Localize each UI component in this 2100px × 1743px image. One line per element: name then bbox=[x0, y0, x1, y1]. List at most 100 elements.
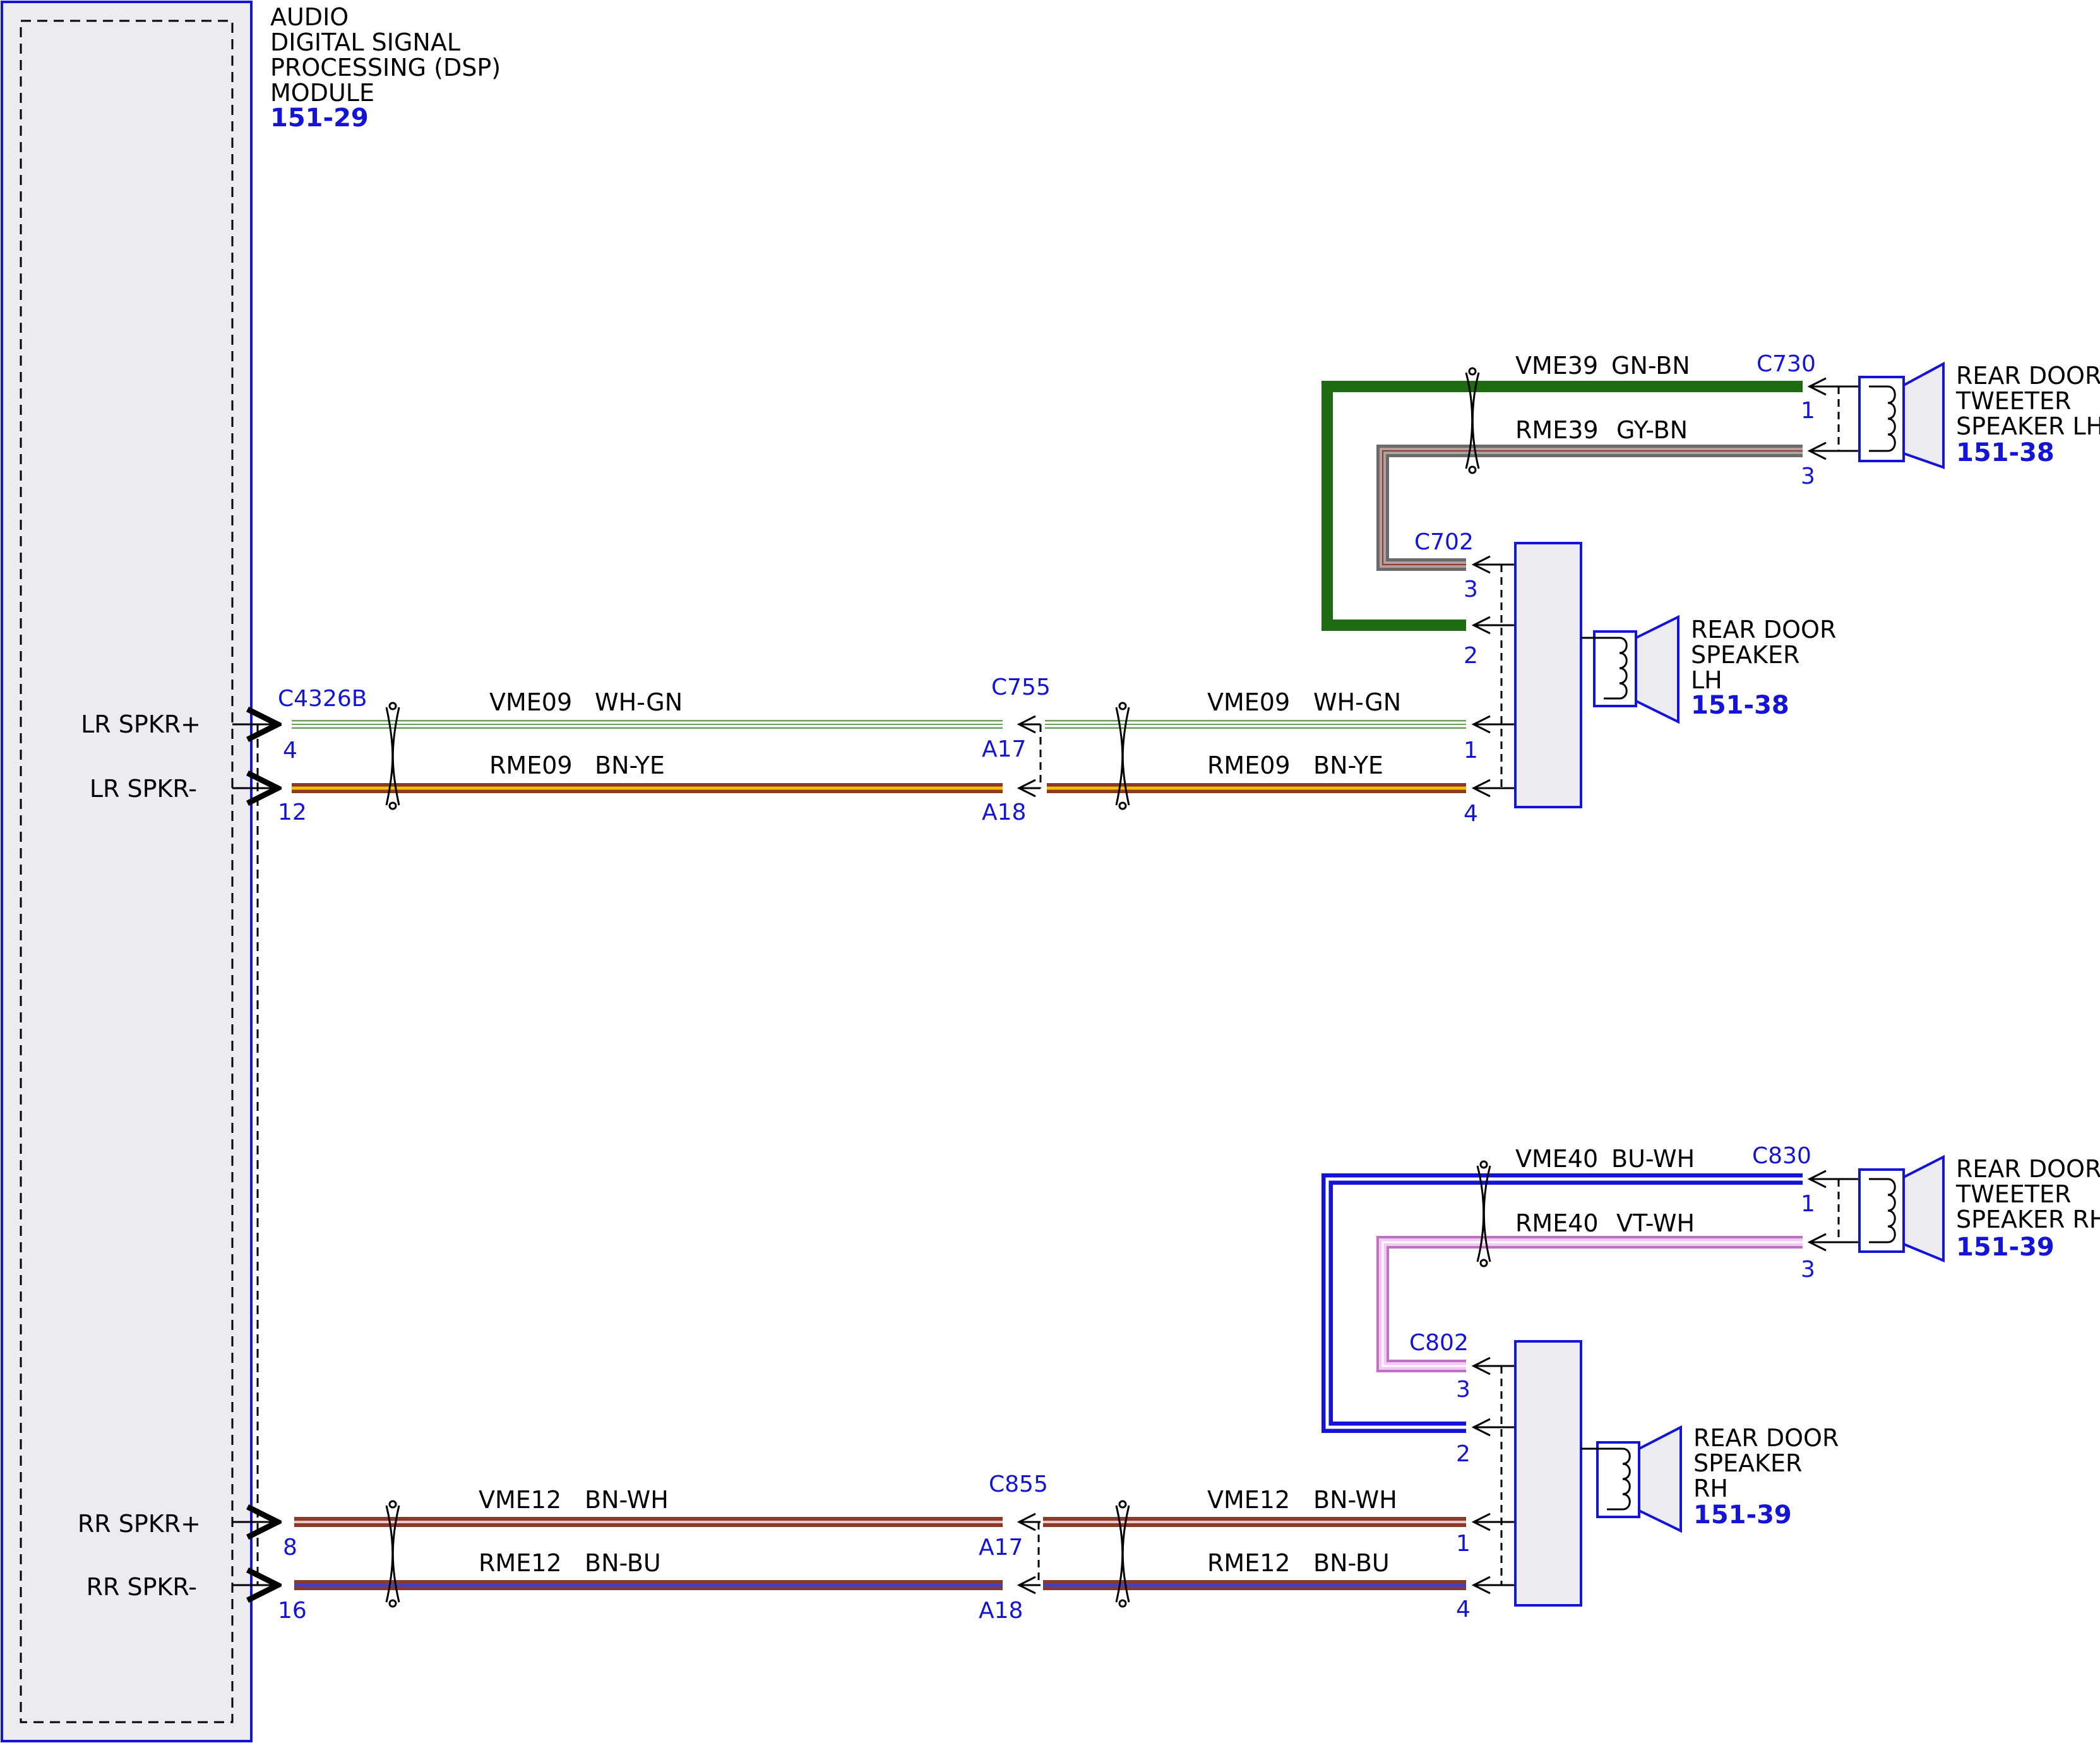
pin-c702-3: 3 bbox=[1464, 577, 1478, 602]
connector-c855: C855 bbox=[989, 1471, 1048, 1497]
pin-c755-a18: A18 bbox=[982, 800, 1026, 825]
speaker-rh-line-2: SPEAKER bbox=[1693, 1449, 1802, 1477]
wire-label-vme12-circuit-b: VME12 bbox=[1207, 1486, 1290, 1514]
wire-label-vme39-color: GN-BN bbox=[1611, 352, 1690, 380]
pin-c802-1: 1 bbox=[1456, 1531, 1471, 1557]
pin-label-rr-spkr-neg: RR SPKR- bbox=[87, 1573, 197, 1601]
tweeter-rh-speaker-icon bbox=[1858, 1154, 1945, 1262]
wire-label-rme09-circuit-b: RME09 bbox=[1207, 752, 1291, 779]
pin-c855-a17: A17 bbox=[979, 1535, 1023, 1560]
wire-label-vme09-circuit-b: VME09 bbox=[1207, 688, 1290, 716]
tweeter-rh-ref: 151-39 bbox=[1956, 1233, 2055, 1262]
wire-label-rme12-circuit-a: RME12 bbox=[479, 1549, 562, 1577]
module-name-line-3: PROCESSING (DSP) bbox=[270, 54, 501, 81]
tweeter-lh-ref: 151-38 bbox=[1956, 438, 2055, 467]
connector-c802: C802 bbox=[1409, 1330, 1469, 1356]
twisted-pair-symbol bbox=[385, 1500, 400, 1608]
connector-c802-body bbox=[1471, 1357, 1515, 1595]
twisted-pair-symbol bbox=[1476, 1160, 1491, 1267]
pin-c702-4: 4 bbox=[1464, 801, 1478, 827]
speaker-rh-line-1: REAR DOOR bbox=[1693, 1424, 1839, 1452]
pin-label-lr-spkr-pos: LR SPKR+ bbox=[81, 710, 201, 738]
pin-c802-4: 4 bbox=[1456, 1596, 1471, 1622]
wire-label-vme12-color-b: BN-WH bbox=[1313, 1486, 1397, 1514]
tweeter-rh-line-1: REAR DOOR bbox=[1956, 1155, 2100, 1183]
twisted-pair-symbol bbox=[1115, 702, 1130, 810]
pin-label-rr-spkr-pos: RR SPKR+ bbox=[78, 1510, 201, 1538]
pin-c755-a17: A17 bbox=[982, 736, 1026, 762]
pin-c730-3: 3 bbox=[1801, 464, 1815, 489]
wire-label-vme09-color-a: WH-GN bbox=[595, 688, 683, 716]
tweeter-rh-line-2: TWEETER bbox=[1955, 1180, 2071, 1208]
speaker-rh-connector-block bbox=[1514, 1340, 1582, 1607]
pin-c4326b-12: 12 bbox=[278, 800, 307, 825]
wire-label-rme40-circuit: RME40 bbox=[1515, 1209, 1599, 1237]
connector-c755-body bbox=[1017, 715, 1042, 798]
wire-label-rme09-color-b: BN-YE bbox=[1313, 752, 1383, 779]
pin-c830-1: 1 bbox=[1801, 1191, 1815, 1217]
pin-c4326b-4: 4 bbox=[283, 738, 297, 764]
connector-c855-body bbox=[1017, 1512, 1041, 1595]
wire-label-vme09-circuit-a: VME09 bbox=[489, 688, 572, 716]
tweeter-lh-speaker-icon bbox=[1858, 361, 1945, 469]
wire-label-vme39-circuit: VME39 bbox=[1515, 352, 1598, 380]
pin-c802-3: 3 bbox=[1456, 1377, 1471, 1403]
tweeter-lh-line-1: REAR DOOR bbox=[1956, 362, 2100, 390]
pin-c702-2: 2 bbox=[1464, 643, 1478, 669]
speaker-rh-icon bbox=[1581, 1425, 1682, 1533]
wire-rme39 bbox=[1376, 445, 1803, 571]
tweeter-lh-line-2: TWEETER bbox=[1955, 387, 2071, 415]
pin-c4326b-16: 16 bbox=[278, 1598, 307, 1624]
wire-vme40 bbox=[1321, 1173, 1803, 1433]
wire-rme40 bbox=[1376, 1236, 1803, 1372]
wire-label-rme40-color: VT-WH bbox=[1616, 1209, 1695, 1237]
pin-c4326b-8: 8 bbox=[283, 1535, 297, 1560]
module-ref: 151-29 bbox=[270, 104, 369, 133]
wire-label-rme39-color: GY-BN bbox=[1616, 416, 1688, 444]
wire-label-vme09-color-b: WH-GN bbox=[1313, 688, 1401, 716]
wire-label-rme09-circuit-a: RME09 bbox=[489, 752, 573, 779]
speaker-lh-line-3: LH bbox=[1691, 666, 1722, 694]
connector-c755: C755 bbox=[991, 674, 1051, 700]
twisted-pair-symbol bbox=[1465, 367, 1480, 474]
twisted-pair-symbol bbox=[1115, 1500, 1130, 1608]
wire-label-vme40-color: BU-WH bbox=[1611, 1145, 1695, 1173]
module-name-line-2: DIGITAL SIGNAL bbox=[270, 28, 460, 56]
module-name-line-4: MODULE bbox=[270, 79, 374, 107]
connector-c830-body bbox=[1807, 1170, 1859, 1252]
dsp-module: AUDIO DIGITAL SIGNAL PROCESSING (DSP) MO… bbox=[1, 1, 501, 1742]
pin-c702-1: 1 bbox=[1464, 738, 1478, 764]
wire-label-rme12-circuit-b: RME12 bbox=[1207, 1549, 1291, 1577]
speaker-lh-ref: 151-38 bbox=[1691, 691, 1789, 720]
connector-c702: C702 bbox=[1414, 529, 1474, 555]
pin-c802-2: 2 bbox=[1456, 1441, 1471, 1467]
connector-c730-body bbox=[1807, 377, 1859, 460]
tweeter-lh-line-3: SPEAKER LH bbox=[1956, 412, 2100, 440]
speaker-lh-line-1: REAR DOOR bbox=[1691, 616, 1836, 644]
wire-label-vme12-circuit-a: VME12 bbox=[479, 1486, 561, 1514]
wire-label-vme12-color-a: BN-WH bbox=[585, 1486, 669, 1514]
wire-label-rme12-color-a: BN-BU bbox=[585, 1549, 661, 1577]
twisted-pair-symbol bbox=[385, 702, 400, 810]
pin-c855-a18: A18 bbox=[979, 1598, 1023, 1624]
connector-c730: C730 bbox=[1757, 351, 1816, 377]
speaker-lh-connector-block bbox=[1514, 542, 1582, 808]
wire-vme39 bbox=[1321, 381, 1803, 631]
pin-label-lr-spkr-neg: LR SPKR- bbox=[90, 775, 197, 803]
connector-c702-body bbox=[1471, 555, 1515, 798]
module-pin-stubs bbox=[232, 724, 278, 1585]
speaker-rh-ref: 151-39 bbox=[1693, 1500, 1792, 1530]
connector-c4326b: C4326B bbox=[278, 686, 367, 712]
wire-label-rme12-color-b: BN-BU bbox=[1313, 1549, 1390, 1577]
pin-c730-1: 1 bbox=[1801, 398, 1815, 424]
speaker-lh-line-2: SPEAKER bbox=[1691, 641, 1799, 669]
wire-label-vme40-circuit: VME40 bbox=[1515, 1145, 1598, 1173]
wire-label-rme39-circuit: RME39 bbox=[1515, 416, 1599, 444]
module-name-line-1: AUDIO bbox=[270, 3, 349, 31]
tweeter-rh-line-3: SPEAKER RH bbox=[1956, 1206, 2100, 1233]
connector-c830: C830 bbox=[1752, 1143, 1811, 1169]
pin-c830-3: 3 bbox=[1801, 1257, 1815, 1283]
wire-label-rme09-color-a: BN-YE bbox=[595, 752, 665, 779]
speaker-lh-icon bbox=[1581, 614, 1679, 724]
